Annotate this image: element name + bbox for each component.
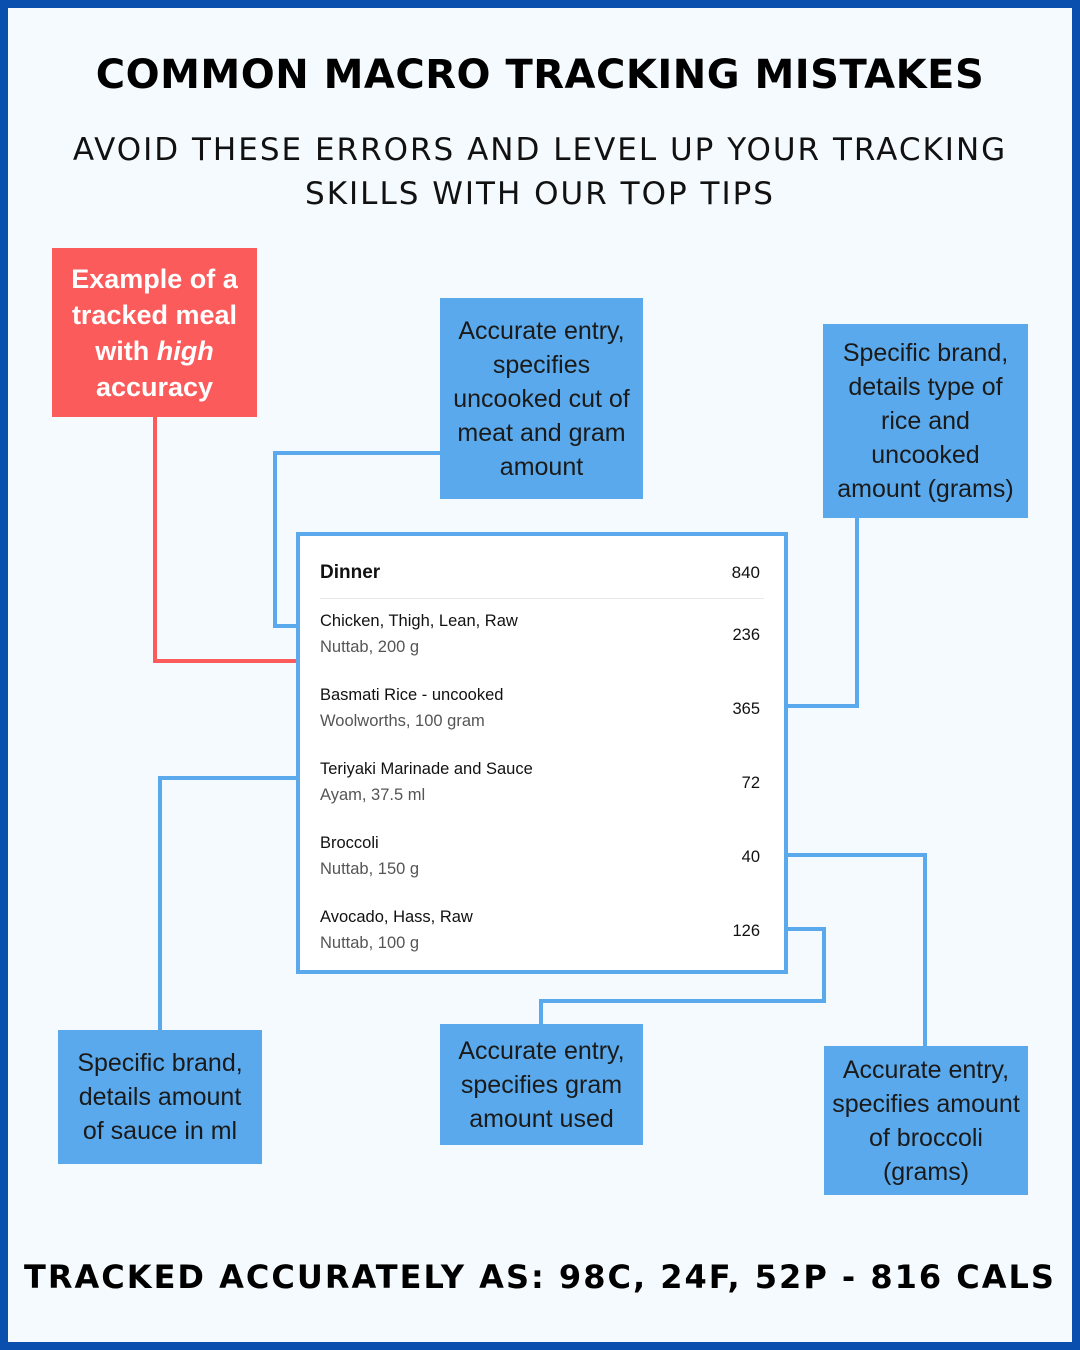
callout-broccoli: Accurate entry, specifies amount of broc… — [824, 1046, 1028, 1195]
meal-total-calories: 840 — [731, 563, 760, 582]
example-label-line1: Example of a — [71, 263, 238, 294]
food-detail: Nuttab, 150 g — [320, 860, 420, 878]
food-name: Basmati Rice - uncooked — [320, 686, 504, 704]
food-detail: Ayam, 37.5 ml — [320, 786, 426, 804]
callout-avocado: Accurate entry, specifies gram amount us… — [440, 1024, 643, 1145]
page-subtitle: AVOID THESE ERRORS AND LEVEL UP YOUR TRA… — [72, 132, 1008, 212]
meal-name: Dinner — [320, 562, 381, 583]
food-item-sauce[interactable]: Teriyaki Marinade and Sauce Ayam, 37.5 m… — [320, 760, 764, 820]
food-item-chicken[interactable]: Chicken, Thigh, Lean, Raw Nuttab, 200 g … — [320, 612, 764, 672]
red-connector — [153, 417, 296, 663]
food-calories: 236 — [732, 626, 760, 644]
food-name: Teriyaki Marinade and Sauce — [320, 760, 533, 778]
example-label-line3-prefix: with — [95, 335, 157, 366]
food-name: Broccoli — [320, 834, 379, 852]
callout-avocado-text: Accurate entry, specifies gram amount us… — [458, 1036, 625, 1133]
food-calories: 72 — [741, 774, 760, 792]
food-detail: Nuttab, 100 g — [320, 934, 420, 952]
food-item-rice[interactable]: Basmati Rice - uncooked Woolworths, 100 … — [320, 686, 764, 746]
meal-log-panel: Dinner 840 Chicken, Thigh, Lean, Raw Nut… — [296, 532, 788, 974]
callout-chicken-text: Accurate entry, specifies uncooked cut o… — [453, 316, 630, 481]
food-name: Chicken, Thigh, Lean, Raw — [320, 612, 518, 630]
callout-sauce-text: Specific brand, details amount of sauce … — [77, 1049, 243, 1145]
avocado-connector — [539, 927, 826, 1024]
food-calories: 365 — [732, 700, 760, 718]
food-calories: 40 — [741, 848, 760, 866]
callout-broccoli-text: Accurate entry, specifies amount of broc… — [832, 1055, 1020, 1186]
food-item-avocado[interactable]: Avocado, Hass, Raw Nuttab, 100 g 126 — [320, 908, 764, 968]
macro-summary: TRACKED ACCURATELY AS: 98C, 24F, 52P - 8… — [24, 1258, 1056, 1296]
meal-header[interactable]: Dinner 840 — [320, 548, 764, 599]
chicken-connector — [273, 451, 440, 628]
callout-chicken: Accurate entry, specifies uncooked cut o… — [440, 298, 643, 499]
example-label-line4: accuracy — [95, 371, 214, 402]
example-label-line2: tracked meal — [71, 299, 238, 330]
food-item-broccoli[interactable]: Broccoli Nuttab, 150 g 40 — [320, 834, 764, 894]
food-name: Avocado, Hass, Raw — [320, 908, 473, 926]
sauce-connector — [158, 776, 296, 1030]
callout-sauce: Specific brand, details amount of sauce … — [58, 1030, 262, 1164]
broccoli-connector — [788, 853, 927, 1046]
food-detail: Nuttab, 200 g — [320, 638, 420, 656]
food-detail: Woolworths, 100 gram — [320, 712, 485, 730]
rice-connector — [788, 518, 859, 708]
callout-rice-text: Specific brand, details type of rice and… — [837, 339, 1014, 503]
callout-rice: Specific brand, details type of rice and… — [823, 324, 1028, 518]
example-label: Example of a tracked meal with high accu… — [52, 248, 257, 417]
page-title: COMMON MACRO TRACKING MISTAKES — [95, 52, 985, 98]
example-label-emphasis: high — [156, 335, 214, 366]
food-calories: 126 — [732, 922, 760, 940]
